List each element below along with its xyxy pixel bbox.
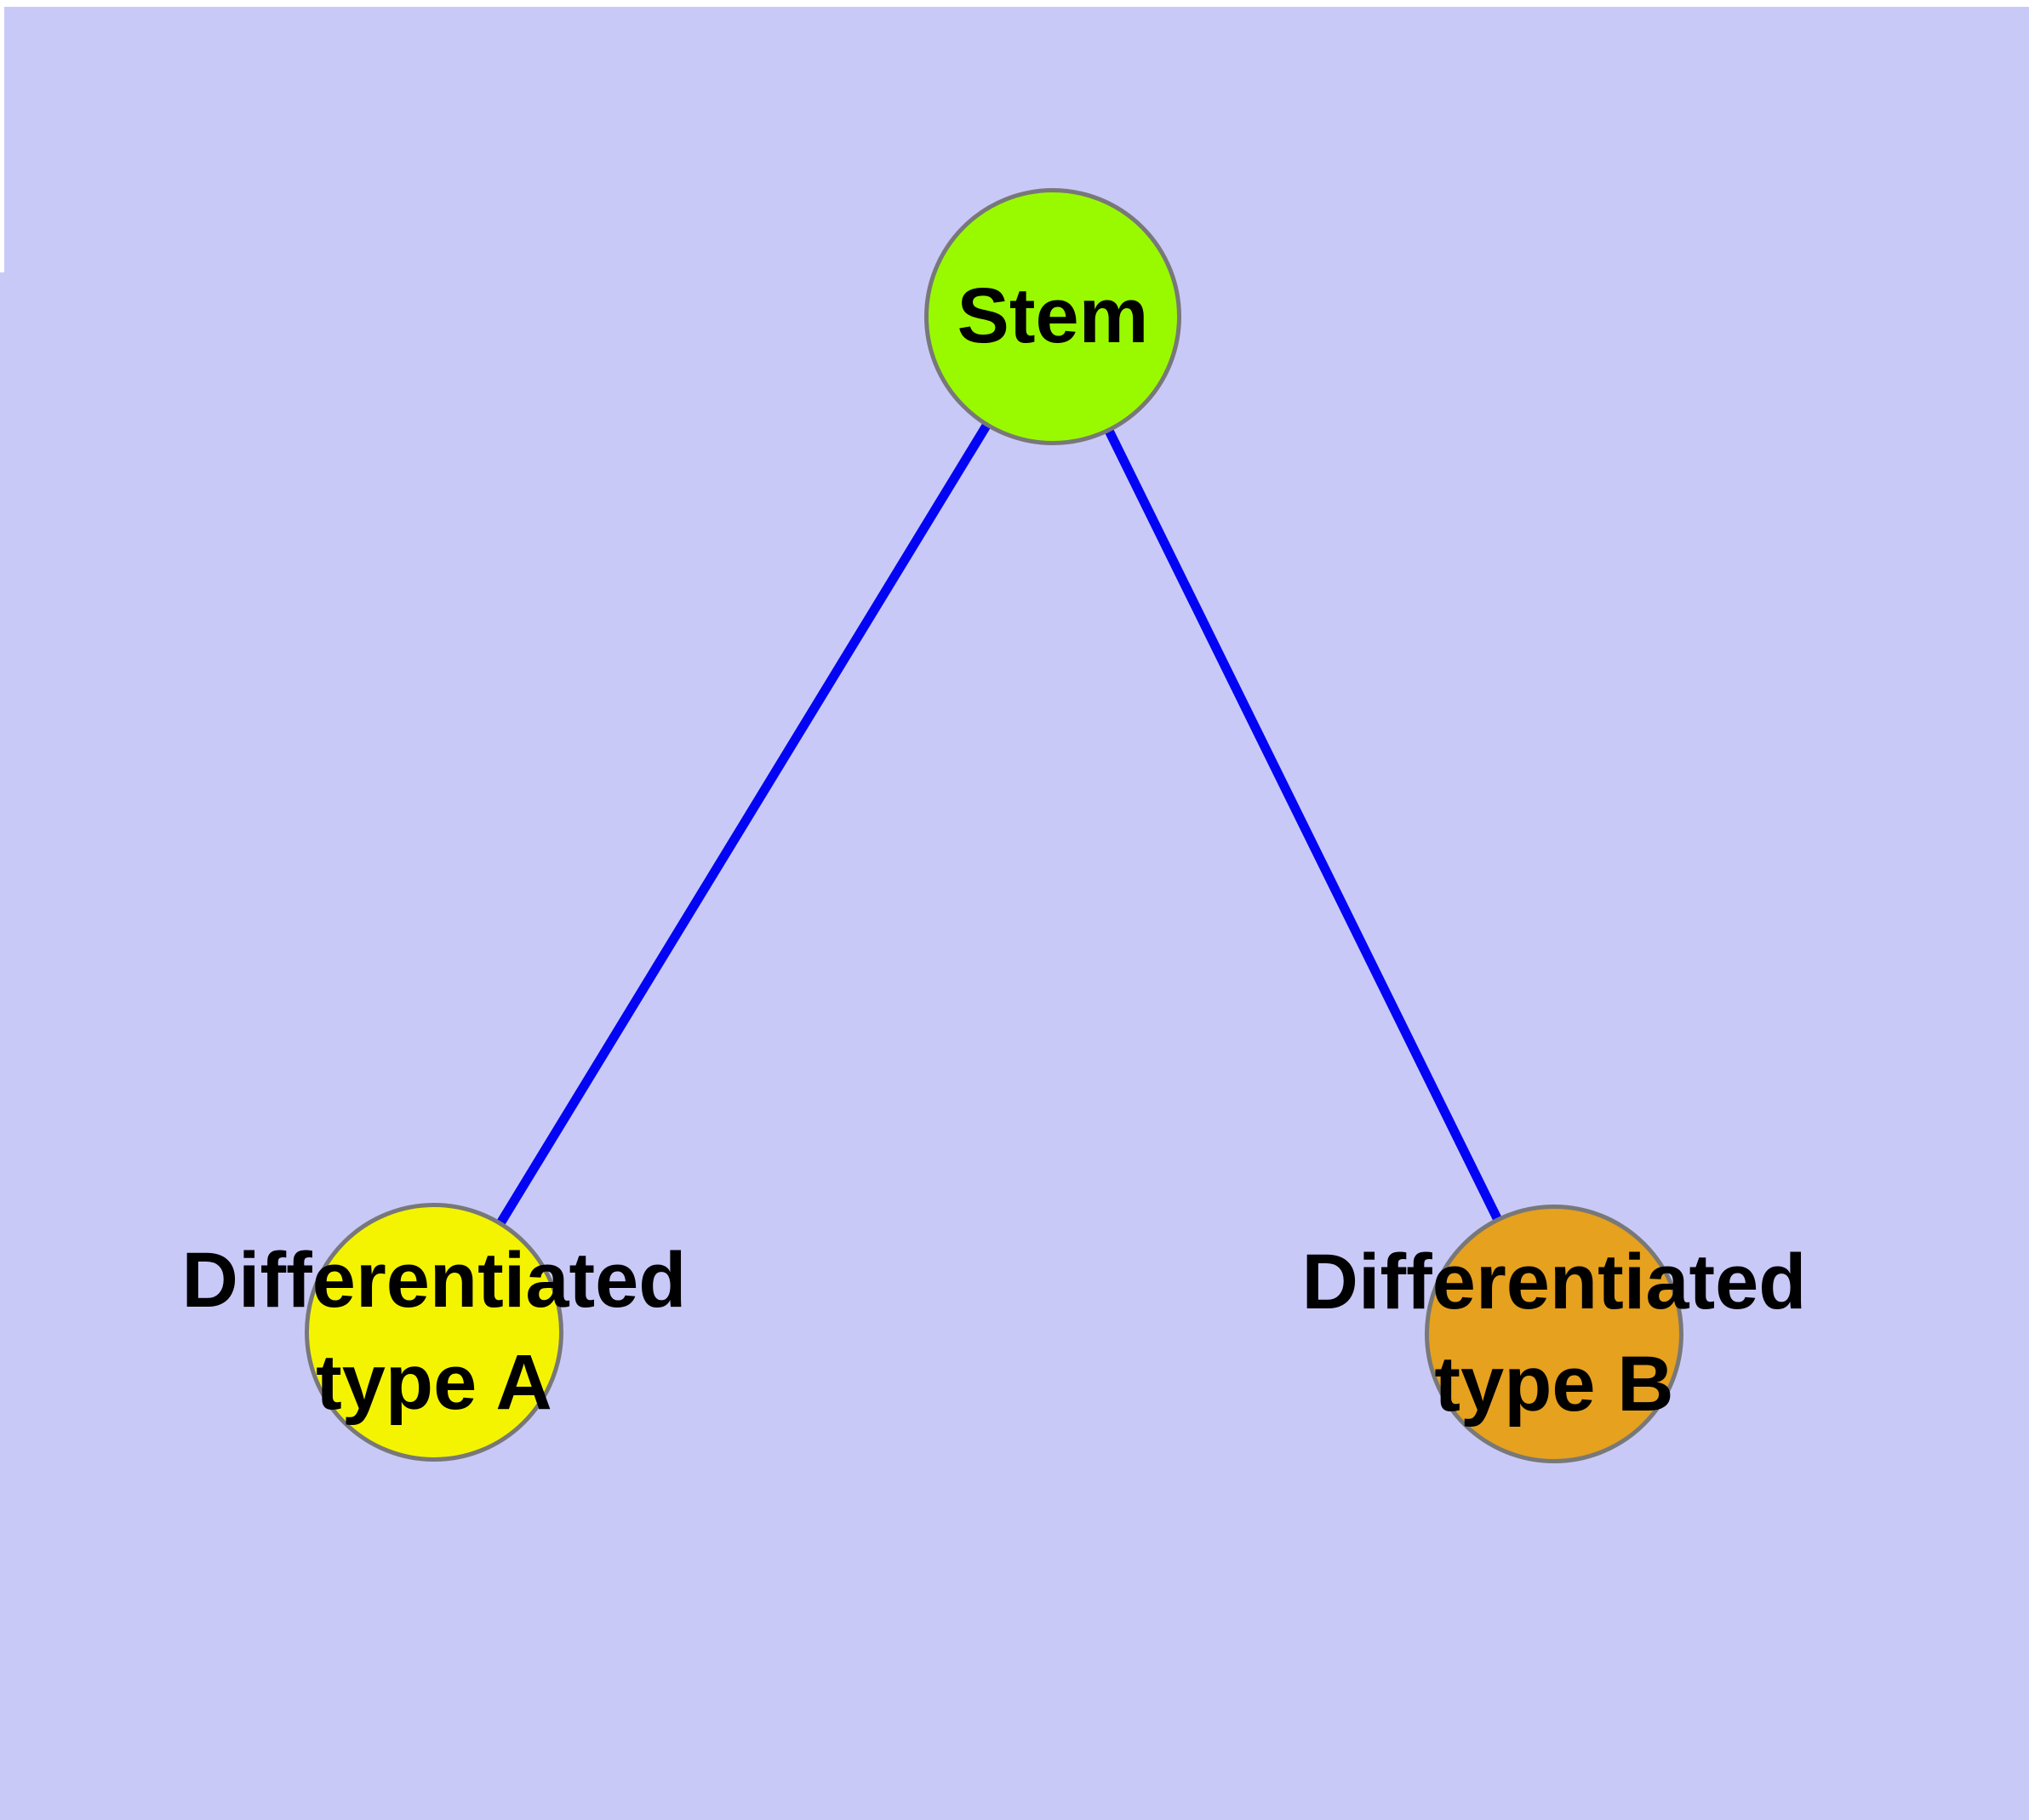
- window-edge-left: [0, 0, 4, 272]
- node-stem-label: Stem: [957, 272, 1149, 360]
- node-differentiated-type-b-label: Differentiated type B: [1301, 1239, 1807, 1428]
- node-differentiated-type-b[interactable]: Differentiated type B: [1302, 1205, 1806, 1463]
- node-stem[interactable]: Stem: [924, 188, 1181, 445]
- node-differentiated-type-a[interactable]: Differentiated type A: [182, 1203, 686, 1462]
- edge-stem-to-type-b[interactable]: [1049, 314, 1558, 1336]
- edge-stem-to-type-a[interactable]: [430, 314, 1057, 1335]
- node-differentiated-type-a-label: Differentiated type A: [181, 1237, 687, 1426]
- window-edge-top: [0, 0, 2029, 7]
